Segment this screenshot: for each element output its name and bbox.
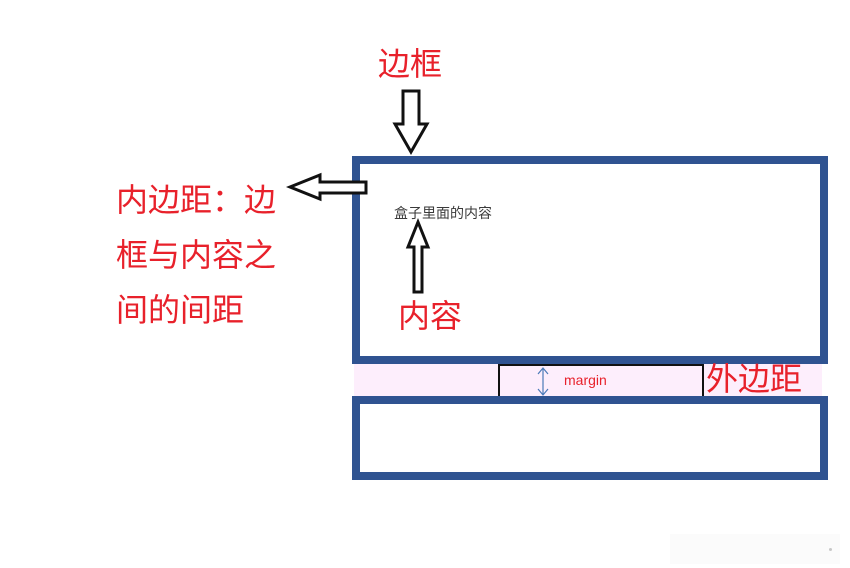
bottom-box-outline: [352, 396, 828, 480]
padding-label: 内边距：边框与内容之间的间距: [116, 181, 277, 329]
margin-label: 外边距: [706, 360, 803, 398]
border-label: 边框: [378, 45, 443, 83]
top-box-outline: [352, 156, 828, 364]
small-mark: [829, 548, 832, 551]
left-arrow-icon: [285, 172, 368, 202]
margin-text: margin: [564, 372, 607, 388]
double-vertical-arrow-icon: [537, 367, 549, 396]
down-arrow-icon: [392, 89, 430, 156]
content-label: 内容: [398, 297, 463, 335]
faint-corner-area: [670, 534, 840, 564]
up-arrow-icon: [405, 217, 431, 294]
box-content-text: 盒子里面的内容: [394, 206, 492, 222]
